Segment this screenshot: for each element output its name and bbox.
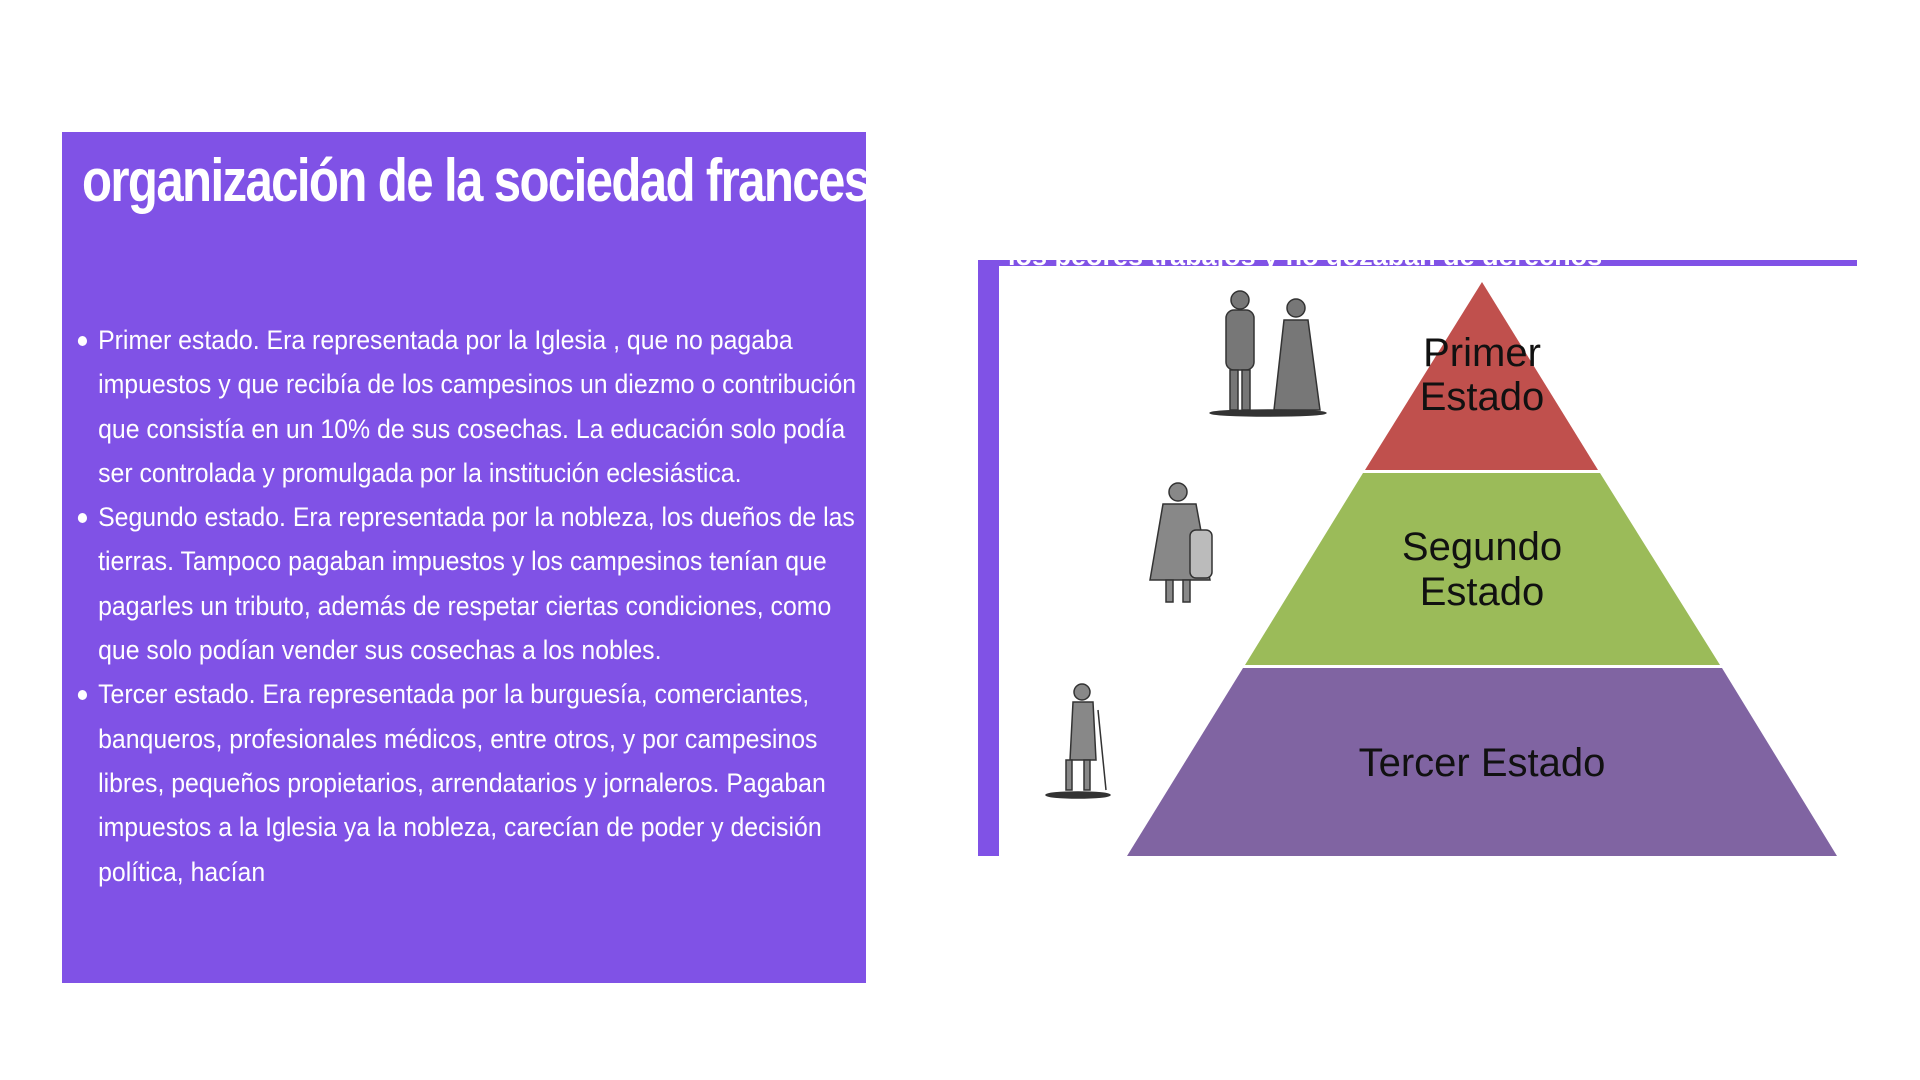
bullet-icon [77, 690, 88, 701]
pyramid-tier-tercer [1127, 668, 1837, 856]
bullet-segundo-estado: Segundo estado. Era representada por la … [76, 495, 866, 672]
pyramid-panel: los peores trabajos y no gozaban de dere… [978, 260, 1857, 856]
pyramid-tier-primer [1365, 282, 1598, 470]
bullet-text: Primer estado. Era representada por la I… [98, 325, 857, 488]
clipped-text: los peores trabajos y no gozaban de dere… [1008, 260, 1602, 272]
bullet-text: Segundo estado. Era representada por la … [98, 502, 855, 666]
tier-label: Estado [1420, 570, 1545, 614]
tier-label: Primer [1423, 331, 1541, 375]
pyramid-tier-segundo [1245, 473, 1720, 665]
tier-label: Estado [1420, 375, 1545, 419]
peasant-illustration [1045, 683, 1111, 799]
knight-illustration [1149, 482, 1213, 603]
bullet-list: Primer estado. Era representada por la I… [76, 318, 866, 894]
panel-left-border [978, 260, 999, 856]
bullet-icon [77, 336, 88, 346]
pyramid-diagram: Primer Estado Segundo Estado Tercer Esta… [1045, 282, 1837, 856]
bullet-text: Tercer estado. Era representada por la b… [98, 679, 826, 887]
panel-title: organización de la sociedad francesa [82, 147, 866, 214]
bullet-icon [77, 513, 88, 524]
nobles-illustration [1209, 290, 1327, 417]
bullet-tercer-estado: Tercer estado. Era representada por la b… [76, 672, 866, 893]
tier-label: Tercer Estado [1359, 741, 1606, 785]
tier-label: Segundo [1402, 525, 1562, 569]
text-panel: organización de la sociedad francesa Pri… [62, 132, 866, 983]
bullet-primer-estado: Primer estado. Era representada por la I… [76, 318, 866, 495]
panel-top-border [978, 260, 1857, 266]
